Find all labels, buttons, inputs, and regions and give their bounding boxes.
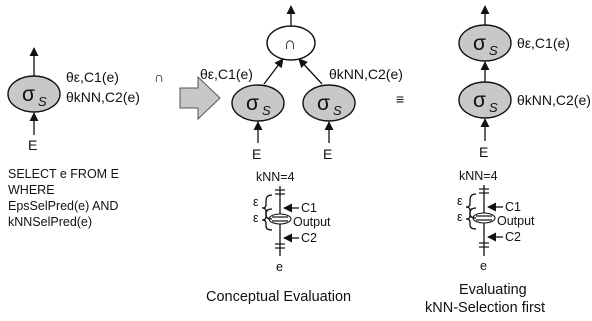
sql-line-2: WHERE xyxy=(8,183,55,197)
eps-sigma-subscript: S xyxy=(262,103,271,118)
eps-relation-e: E xyxy=(252,146,261,162)
sql-line-1: SELECT e FROM E xyxy=(8,167,119,181)
conceptual-left-edge xyxy=(263,58,284,85)
sql-line-3: EpsSelPred(e) AND xyxy=(8,199,118,213)
sql-line-4: kNNSelPred(e) xyxy=(8,215,92,229)
knn-first-axis: kNN=4 ε ε C1 Output C2 e xyxy=(457,169,535,273)
caption-knn-first-line1: Evaluating xyxy=(459,282,527,298)
transform-arrow xyxy=(179,75,221,121)
right-c1-label: C1 xyxy=(505,200,521,214)
right-output-label: Output xyxy=(497,214,535,228)
left-predicate-eps: θε,C1(e) xyxy=(66,69,119,85)
conceptual-c2-label: C2 xyxy=(301,231,317,245)
right-knn-sigma: σ xyxy=(473,89,486,112)
right-brace-lower xyxy=(465,207,477,230)
conceptual-axis: kNN=4 ε ε C1 Output C2 e xyxy=(253,170,331,274)
intersect-symbol: ∩ xyxy=(284,34,296,53)
left-selection-node xyxy=(7,75,61,113)
knn-first-plan: σ S θε,C1(e) σ S θkNN,C2(e) E kNN=4 ε ε … xyxy=(425,5,591,316)
right-predicate-knn: θkNN,C2(e) xyxy=(517,92,591,108)
knn-selection-node xyxy=(302,84,356,122)
conceptual-knn-label: kNN=4 xyxy=(256,170,295,184)
conceptual-eps-lower: ε xyxy=(253,211,259,225)
conceptual-plan: ∩ σ S σ S θε,C1(e) θkNN,C2(e) E E kNN=4 … xyxy=(200,5,403,305)
left-predicate-knn: θkNN,C2(e) xyxy=(66,89,140,105)
right-eps-lower: ε xyxy=(457,210,463,224)
equivalence-symbol: ≡ xyxy=(396,91,404,107)
left-predicate-and: ∩ xyxy=(154,69,164,85)
conceptual-predicate-eps: θε,C1(e) xyxy=(200,66,253,82)
right-eps-upper: ε xyxy=(457,194,463,208)
knn-sigma-subscript: S xyxy=(333,103,342,118)
left-plan: σ S E θε,C1(e) ∩ θkNN,C2(e) SELECT e FRO… xyxy=(7,47,164,229)
left-sigma-subscript: S xyxy=(38,94,47,109)
right-knn-subscript: S xyxy=(489,100,498,115)
right-output-marker xyxy=(472,212,496,224)
right-relation-e: E xyxy=(479,144,488,160)
conceptual-eps-upper: ε xyxy=(253,195,259,209)
sql-query: SELECT e FROM E WHERE EpsSelPred(e) AND … xyxy=(8,167,119,229)
right-knn-node xyxy=(458,81,512,119)
eps-selection-node xyxy=(231,84,285,122)
conceptual-right-edge xyxy=(298,58,323,85)
right-eps-node xyxy=(458,24,512,62)
caption-knn-first-line2: kNN-Selection first xyxy=(425,300,545,316)
conceptual-c1-label: C1 xyxy=(301,201,317,215)
right-eps-subscript: S xyxy=(489,43,498,58)
left-sigma-symbol: σ xyxy=(22,83,35,106)
right-knn-label: kNN=4 xyxy=(459,169,498,183)
conceptual-brace-lower xyxy=(261,208,273,231)
conceptual-output-label: Output xyxy=(293,215,331,229)
intersect-node xyxy=(266,25,316,61)
caption-conceptual: Conceptual Evaluation xyxy=(206,289,351,305)
right-brace-upper xyxy=(465,193,477,219)
conceptual-brace-upper xyxy=(261,194,273,220)
right-c2-label: C2 xyxy=(505,230,521,244)
conceptual-predicate-knn: θkNN,C2(e) xyxy=(329,66,403,82)
right-eps-sigma: σ xyxy=(473,32,486,55)
eps-sigma-symbol: σ xyxy=(246,92,259,115)
right-predicate-eps: θε,C1(e) xyxy=(517,35,570,51)
conceptual-e-label: e xyxy=(276,260,283,274)
left-relation-e: E xyxy=(28,137,37,153)
knn-sigma-symbol: σ xyxy=(317,92,330,115)
right-e-label: e xyxy=(480,259,487,273)
knn-relation-e: E xyxy=(323,146,332,162)
conceptual-output-marker xyxy=(268,213,292,225)
